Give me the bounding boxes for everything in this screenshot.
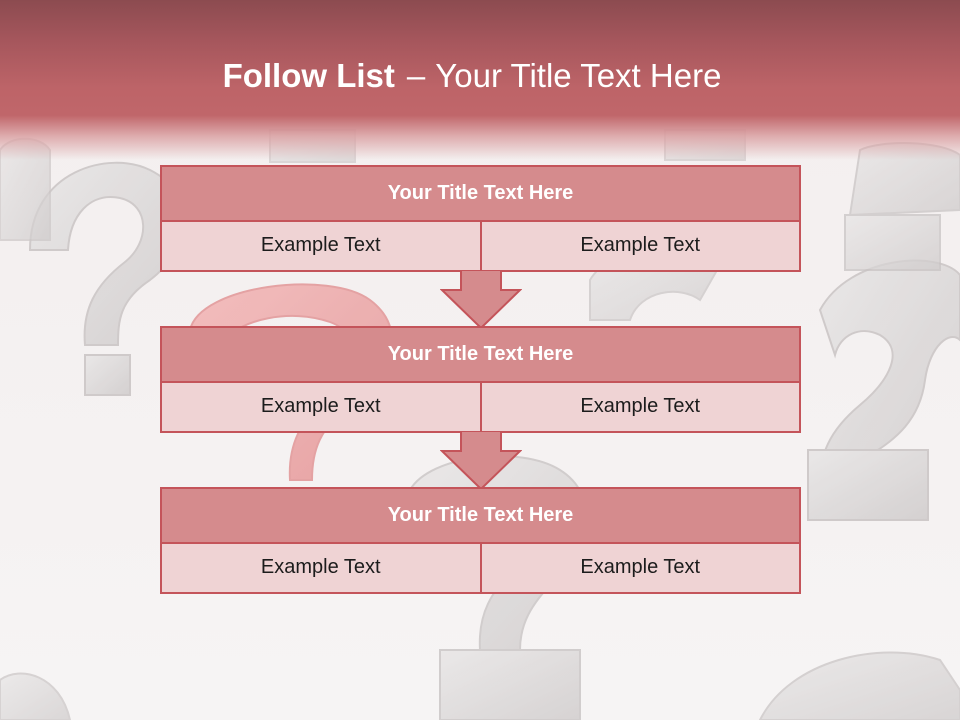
step-title: Your Title Text Here <box>160 487 801 544</box>
step-title: Your Title Text Here <box>160 165 801 222</box>
slide-title-rest: Your Title Text Here <box>435 57 722 94</box>
slide-title-bold: Follow List <box>222 57 395 94</box>
flow-step: Your Title Text Here Example Text Exampl… <box>160 165 801 272</box>
step-left-text: Example Text <box>160 222 482 272</box>
step-right-text: Example Text <box>479 222 801 272</box>
down-arrow-icon <box>440 431 522 491</box>
step-right-text: Example Text <box>479 544 801 594</box>
step-row: Example Text Example Text <box>160 544 801 594</box>
flow-step: Your Title Text Here Example Text Exampl… <box>160 487 801 594</box>
question-mark-icon <box>28 161 185 396</box>
step-right-text: Example Text <box>479 383 801 433</box>
slide-title: Follow List–Your Title Text Here <box>0 52 944 100</box>
question-mark-icon <box>807 259 960 521</box>
step-left-text: Example Text <box>160 383 482 433</box>
title-band <box>0 0 960 160</box>
down-arrow-icon <box>440 270 522 330</box>
step-left-text: Example Text <box>160 544 482 594</box>
step-title: Your Title Text Here <box>160 326 801 383</box>
step-row: Example Text Example Text <box>160 222 801 272</box>
flow-step: Your Title Text Here Example Text Exampl… <box>160 326 801 433</box>
step-row: Example Text Example Text <box>160 383 801 433</box>
slide-title-separator: – <box>406 57 426 94</box>
